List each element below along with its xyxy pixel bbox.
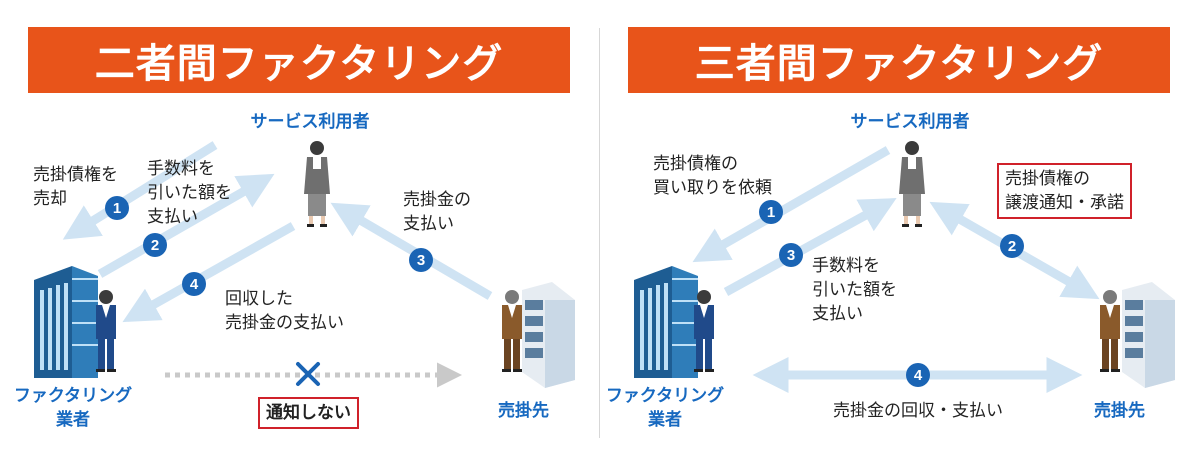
customer-man-icon — [1100, 290, 1120, 372]
step2-label: 手数料を 引いた額を 支払い — [147, 159, 232, 227]
svg-text:4: 4 — [190, 276, 199, 293]
service-user-label: サービス利用者 — [850, 112, 970, 132]
factoring-company-label: ファクタリング 業者 — [13, 386, 133, 430]
two-party-diagram: 1 2 3 4 — [34, 141, 575, 388]
page-title-three-party: 三者間ファクタリング — [628, 27, 1170, 93]
service-user-person-icon — [304, 141, 330, 227]
businessman-icon — [96, 290, 116, 372]
svg-text:4: 4 — [914, 367, 923, 384]
businessman-icon — [694, 290, 714, 372]
step4-label: 売掛金の回収・支払い — [833, 401, 1003, 421]
server-rack-icon — [522, 282, 575, 388]
step3-label: 売掛金の 支払い — [403, 190, 471, 234]
server-rack-icon — [1122, 282, 1175, 388]
panel-divider — [599, 28, 600, 438]
svg-text:3: 3 — [787, 247, 795, 264]
badge-3 — [409, 248, 433, 272]
badge-3 — [779, 243, 803, 267]
badge-4 — [906, 363, 930, 387]
arrow-step3 — [723, 198, 897, 296]
no-notice-label: 通知しない — [258, 397, 359, 429]
customer-man-icon — [502, 290, 522, 372]
customer-label: 売掛先 — [1094, 401, 1145, 421]
badge-2 — [1000, 234, 1024, 258]
two-party-factoring-panel: 二者間ファクタリング 1 2 — [13, 27, 575, 430]
step-badges: 1 2 3 4 — [105, 196, 433, 296]
three-party-factoring-panel: 三者間ファクタリング 1 2 3 4 — [600, 0, 1200, 457]
svg-text:1: 1 — [767, 204, 775, 221]
arrow-step2 — [97, 173, 275, 278]
badge-2 — [143, 233, 167, 257]
badge-1 — [105, 196, 129, 220]
customer-label: 売掛先 — [498, 401, 549, 421]
step2-label-highlighted: 売掛債権の 譲渡通知・承諾 — [997, 163, 1132, 219]
step-badges: 1 2 3 4 — [759, 200, 1024, 387]
badge-1 — [759, 200, 783, 224]
factoring-company-label: ファクタリング 業者 — [605, 386, 725, 430]
arrow-step1 — [692, 146, 891, 263]
service-user-label: サービス利用者 — [250, 112, 370, 132]
step3-label: 手数料を 引いた額を 支払い — [812, 256, 897, 324]
svg-text:2: 2 — [1008, 238, 1016, 255]
step1-label: 売掛債権の 買い取りを依頼 — [653, 154, 772, 198]
svg-text:3: 3 — [417, 252, 425, 269]
step4-label: 回収した 売掛金の支払い — [225, 289, 344, 333]
badge-4 — [182, 272, 206, 296]
service-user-person-icon — [899, 141, 925, 227]
arrow-step1 — [62, 141, 218, 240]
page-title-two-party: 二者間ファクタリング — [28, 27, 570, 93]
svg-text:1: 1 — [113, 200, 121, 217]
office-building-icon — [34, 266, 98, 378]
svg-text:2: 2 — [151, 237, 159, 254]
step1-label: 売掛債権を 売却 — [33, 165, 118, 209]
office-building-icon — [634, 266, 698, 378]
three-party-diagram: 1 2 3 4 — [634, 141, 1175, 393]
arrow-step4 — [122, 222, 296, 323]
x-mark-icon — [296, 362, 320, 386]
